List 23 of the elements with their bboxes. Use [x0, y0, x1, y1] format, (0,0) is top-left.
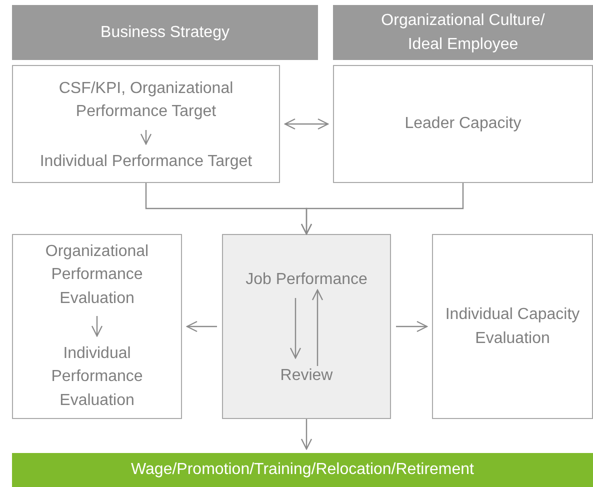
arrow: [186, 320, 217, 332]
box-text: CSF/KPI, Organizational Performance Target: [22, 74, 270, 126]
arrow: [312, 289, 324, 366]
box-text: Individual Performance Target: [17, 148, 275, 176]
process-box: Individual Capacity Evaluation: [432, 234, 593, 419]
arrow: [140, 130, 152, 145]
box-text: Review: [227, 362, 386, 390]
process-box: Leader Capacity: [333, 65, 593, 183]
box-text: Individual Performance Evaluation: [17, 340, 177, 414]
header-box: Organizational Culture/ Ideal Employee: [333, 5, 593, 60]
arrow: [290, 298, 302, 359]
arrow: [91, 316, 103, 337]
arrow: [284, 118, 329, 130]
box-text: Job Performance: [227, 266, 386, 294]
box-text: Organizational Performance Evaluation: [17, 238, 177, 312]
process-box: [12, 65, 280, 183]
process-box: [222, 234, 391, 419]
outcome-bar: Wage/Promotion/Training/Relocation/Retirement: [12, 453, 593, 487]
arrow: [396, 320, 428, 332]
arrow: [300, 419, 312, 450]
header-box: Business Strategy: [12, 5, 318, 60]
arrow: [300, 183, 464, 235]
process-box: [12, 234, 182, 419]
